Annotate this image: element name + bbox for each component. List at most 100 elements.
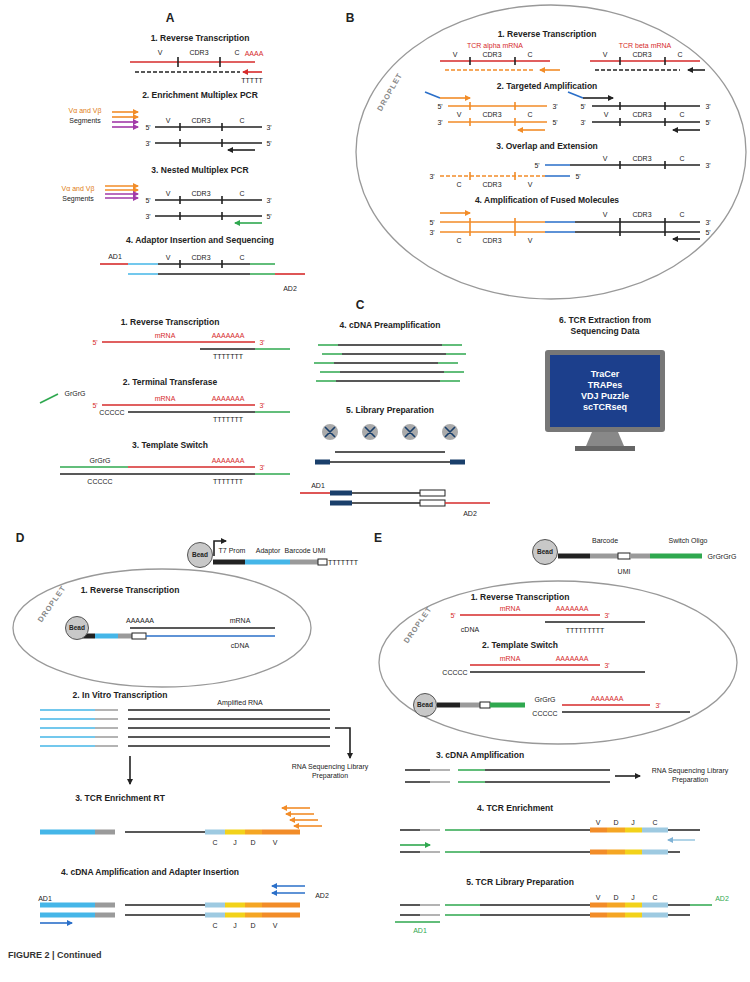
strand-label: V bbox=[596, 819, 601, 826]
strand-label: GrGrG bbox=[65, 390, 86, 397]
strand-label: V bbox=[603, 211, 608, 218]
strand-label: 3' bbox=[437, 119, 442, 126]
step-heading: 2. Template Switch bbox=[482, 641, 558, 650]
tool-name: TRAPes bbox=[588, 380, 623, 391]
bead-label: Bead bbox=[69, 625, 85, 632]
strand-path bbox=[650, 554, 702, 559]
step-heading: 1. Reverse Transcription bbox=[121, 318, 220, 327]
strand-rect bbox=[618, 553, 630, 559]
strand-g bbox=[395, 553, 712, 922]
strand-path bbox=[590, 554, 618, 559]
step-heading: 2. In Vitro Transcription bbox=[73, 691, 168, 700]
strand-path bbox=[575, 218, 700, 236]
strand-path bbox=[448, 102, 547, 126]
strand-path bbox=[440, 60, 700, 62]
strand-label: TTTTTTT bbox=[213, 353, 243, 360]
strand-label: AAAAAAA bbox=[212, 457, 245, 464]
strand-label: C bbox=[239, 254, 244, 261]
strand-path bbox=[282, 807, 310, 809]
strand-label: 5' bbox=[437, 103, 442, 110]
bead: Bead bbox=[65, 616, 89, 640]
strand-path bbox=[595, 69, 680, 71]
strand-label: C bbox=[527, 111, 532, 118]
strand-label: AD1 bbox=[108, 253, 122, 260]
strand-label: V bbox=[166, 117, 171, 124]
strand-label: 5' bbox=[145, 197, 150, 204]
strand-label: 5' bbox=[580, 103, 585, 110]
strand-path bbox=[430, 770, 450, 782]
strand-path bbox=[395, 905, 712, 922]
strand-label: CDR3 bbox=[191, 117, 210, 124]
strand-label: 5' bbox=[429, 219, 434, 226]
strand-path bbox=[245, 832, 262, 915]
droplet-ellipse bbox=[355, 4, 747, 300]
step-heading: 5. Library Preparation bbox=[346, 406, 434, 415]
strand-path bbox=[128, 466, 255, 468]
bead-label: Bead bbox=[537, 549, 553, 556]
strand-label: mRNA bbox=[500, 655, 521, 662]
strand-g bbox=[40, 541, 350, 923]
strand-path bbox=[615, 775, 640, 777]
strand-label: Amplified RNA bbox=[217, 699, 263, 706]
bead-label: Bead bbox=[192, 552, 208, 559]
strand-label: GrGrG bbox=[90, 457, 111, 464]
strand-label: 3' bbox=[705, 103, 710, 110]
strand-path bbox=[440, 218, 545, 236]
step-heading: 2. Terminal Transferase bbox=[123, 378, 217, 387]
strand-label: AD2 bbox=[715, 895, 729, 902]
strand-label: TTTTTTT bbox=[328, 559, 358, 566]
strand-path bbox=[545, 165, 570, 176]
strand-label: V bbox=[166, 254, 171, 261]
strand-path bbox=[105, 185, 138, 187]
strand-path bbox=[40, 394, 58, 403]
strand-label: T7 Prom bbox=[219, 547, 246, 554]
figure-caption: FIGURE 2 | Continued bbox=[8, 950, 102, 960]
strand-path bbox=[445, 69, 535, 71]
strand-path bbox=[228, 149, 255, 151]
strand-label: V bbox=[603, 155, 608, 162]
strand-label: J bbox=[631, 894, 635, 901]
strand-label: UMI bbox=[618, 568, 631, 575]
strand-label: 5' bbox=[145, 124, 150, 131]
strand-path bbox=[440, 97, 470, 99]
strand-label: C bbox=[239, 190, 244, 197]
strand-path bbox=[300, 492, 330, 494]
strand-path bbox=[213, 560, 245, 565]
strand-label: Barcode UMI bbox=[285, 547, 326, 554]
strand-label: C bbox=[456, 237, 461, 244]
strand-label: 3' bbox=[580, 119, 585, 126]
strand-path bbox=[545, 222, 575, 232]
panel-letter: C bbox=[356, 299, 365, 311]
strand-path bbox=[445, 830, 480, 915]
strand-path bbox=[130, 61, 255, 63]
strand-path bbox=[668, 839, 695, 841]
strand-label: 5' bbox=[705, 119, 710, 126]
strand-path bbox=[420, 830, 440, 915]
step-heading: 6. TCR Extraction from Sequencing Data bbox=[535, 315, 675, 337]
strand-label: 3' bbox=[266, 197, 271, 204]
strand-path bbox=[105, 193, 138, 195]
tool-name: TraCer bbox=[591, 369, 620, 380]
strand-label: C bbox=[527, 51, 532, 58]
droplet-ellipse-line bbox=[379, 581, 737, 744]
step-heading: 3. TCR Enrichment RT bbox=[75, 794, 165, 803]
strand-path bbox=[445, 502, 490, 504]
strand-label: TTTTTTT bbox=[213, 478, 243, 485]
strand-label: AAAAAAA bbox=[556, 605, 589, 612]
strand-label: 5' bbox=[705, 229, 710, 236]
strand-path bbox=[625, 830, 642, 915]
strand-label: CDR3 bbox=[189, 49, 208, 56]
strand-path bbox=[673, 238, 700, 240]
strand-path bbox=[540, 69, 560, 71]
step-heading: 4. TCR Enrichment bbox=[477, 804, 553, 813]
strand-label: CCCCC bbox=[532, 710, 557, 717]
strand-path bbox=[458, 770, 485, 782]
strand-label: V bbox=[528, 181, 533, 188]
bead: Bead bbox=[413, 693, 437, 717]
strand-path bbox=[583, 97, 613, 99]
bead-label: Bead bbox=[417, 702, 433, 709]
strand-path bbox=[95, 634, 118, 639]
strand-label: 3' bbox=[705, 162, 710, 169]
strand-path bbox=[112, 126, 138, 128]
strand-label: AAAAAA bbox=[126, 617, 154, 624]
